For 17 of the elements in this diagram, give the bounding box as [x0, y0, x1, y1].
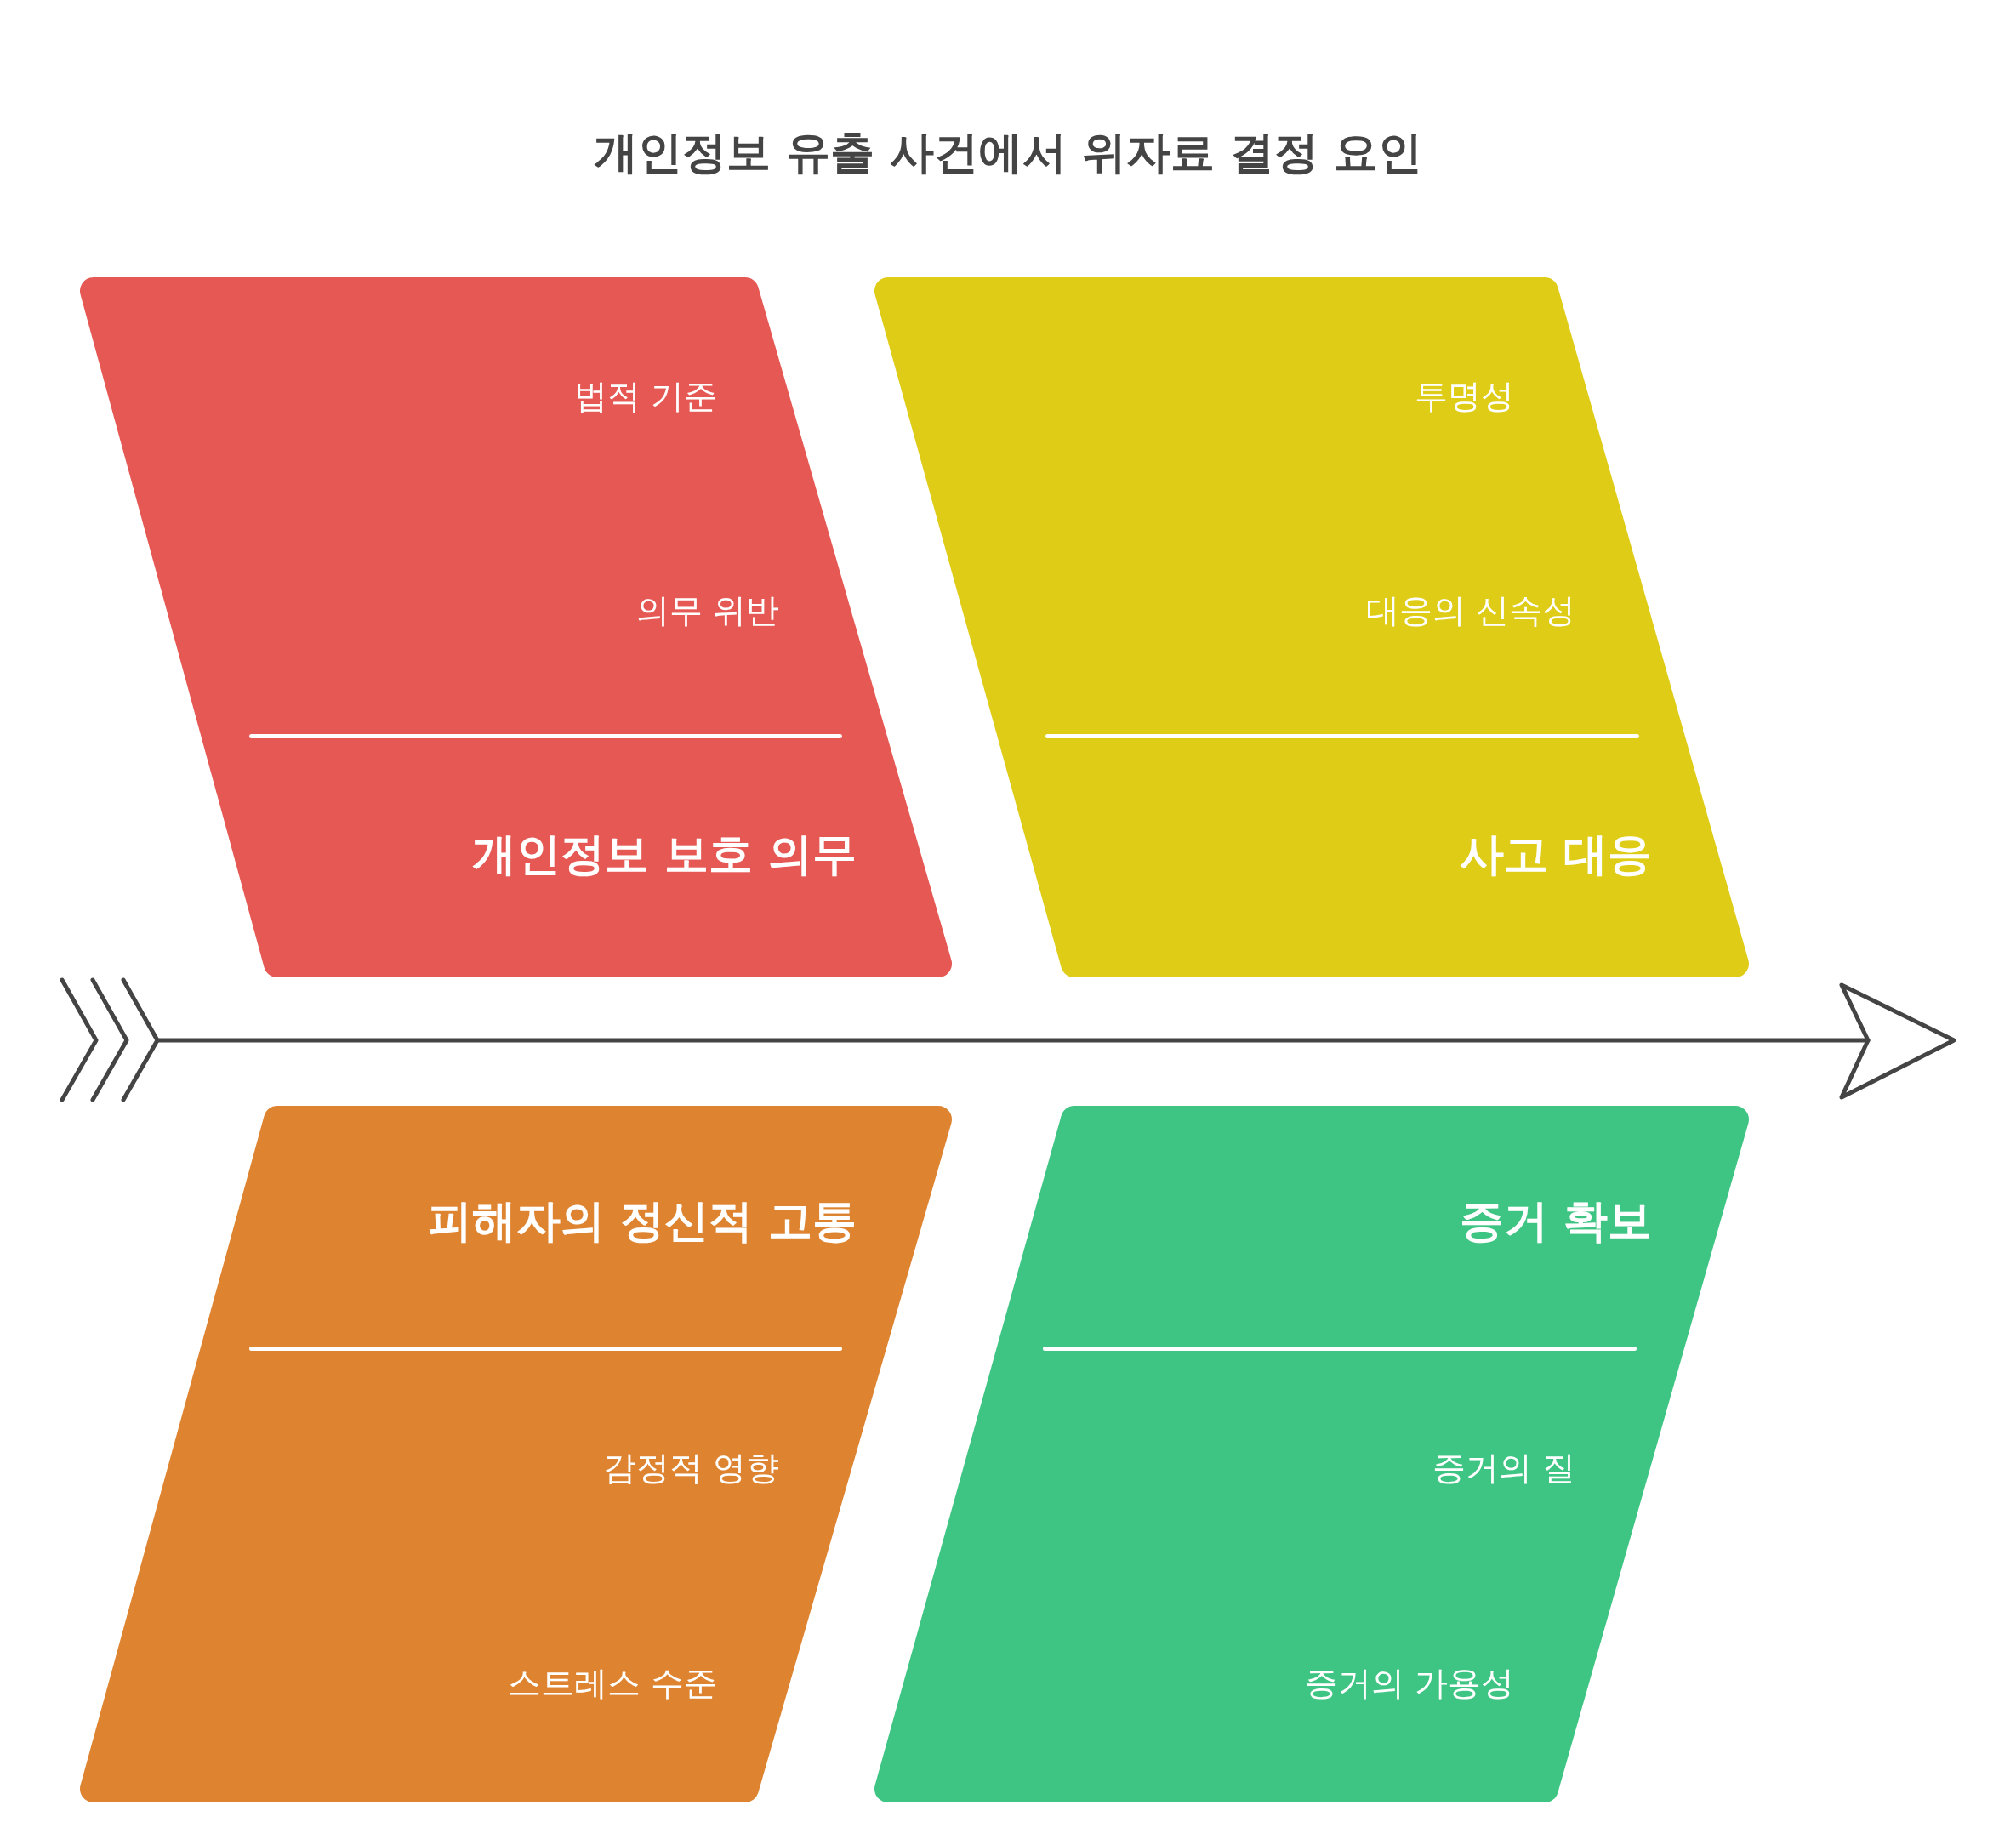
cause-label: 증거의 질: [1432, 1445, 1575, 1491]
category-parallelogram: [874, 1106, 1749, 1802]
category-heading: 개인정보 보호 의무: [471, 828, 857, 881]
category-parallelogram: [80, 1106, 952, 1802]
cause-label: 증거의 가용성: [1304, 1660, 1514, 1706]
category-parallelogram: [874, 277, 1749, 977]
category-heading: 피해자의 정신적 고통: [427, 1194, 857, 1248]
cause-label: 감정적 영향: [602, 1445, 779, 1491]
cause-label: 스트레스 수준: [507, 1660, 717, 1706]
cause-label: 의무 위반: [635, 588, 779, 634]
category-heading: 증거 확보: [1459, 1194, 1652, 1248]
diagram-title: 개인정보 유출 사건에서 위자료 결정 요인: [592, 126, 1424, 179]
category-parallelogram: [80, 277, 952, 977]
cause-label: 투명성: [1415, 373, 1514, 419]
category-heading: 사고 대응: [1459, 828, 1652, 881]
cause-label: 대응의 신속성: [1365, 588, 1575, 634]
cause-label: 법적 기준: [573, 373, 717, 419]
